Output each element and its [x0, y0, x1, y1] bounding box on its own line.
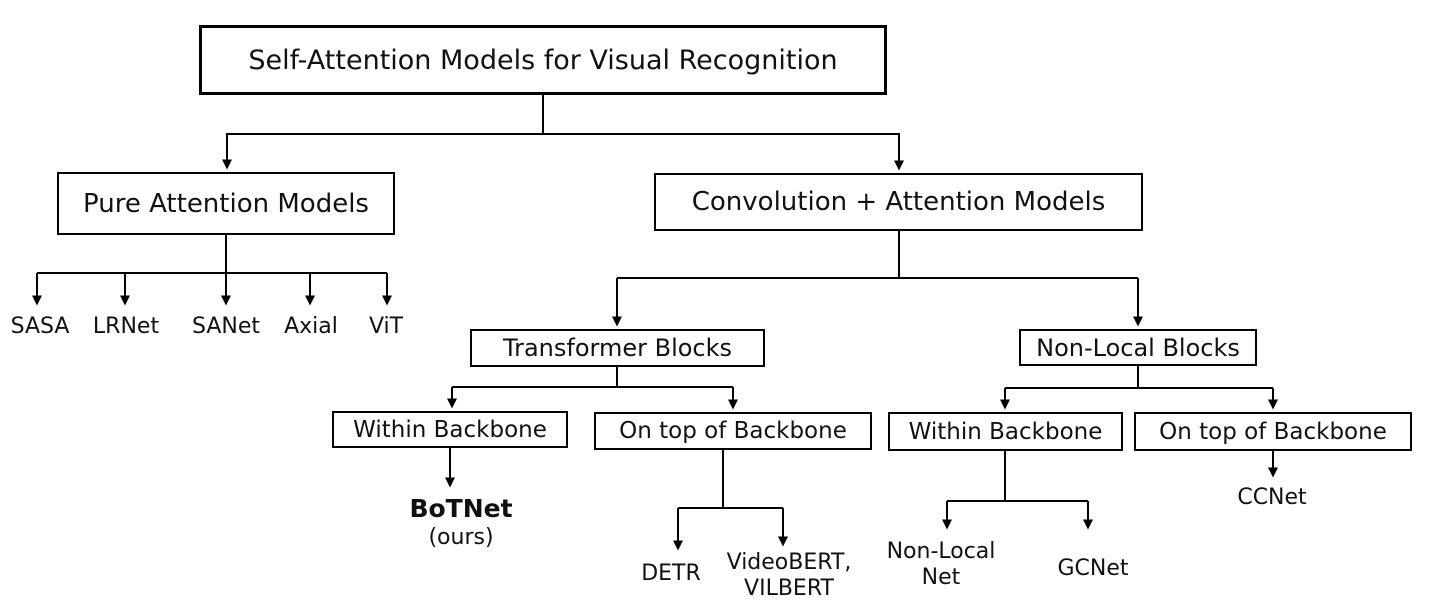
leaf-detr: DETR — [641, 561, 701, 586]
edge-root-to-conv — [543, 133, 904, 171]
leaf-gcnet: GCNet — [1057, 556, 1129, 581]
leaf-videobert-line2: VILBERT — [744, 576, 834, 601]
node-on-top-of-backbone-transformer: On top of Backbone — [594, 412, 872, 450]
node-non-local-blocks: Non-Local Blocks — [1019, 329, 1257, 366]
leaf-sasa: SASA — [10, 314, 70, 339]
node-root: Self-Attention Models for Visual Recogni… — [199, 25, 887, 95]
leaf-lrnet: LRNet — [92, 314, 160, 339]
leaf-sanet: SANet — [191, 314, 261, 339]
leaf-videobert-vilbert: VideoBERT, VILBERT — [727, 550, 852, 602]
leaf-axial: Axial — [284, 314, 338, 339]
edge-root-to-pure — [222, 133, 543, 170]
leaf-ccnet: CCNet — [1237, 485, 1307, 510]
node-transformer-blocks: Transformer Blocks — [470, 329, 765, 367]
node-within-backbone-nonlocal: Within Backbone — [888, 412, 1123, 451]
node-pure-attention-models: Pure Attention Models — [57, 172, 395, 235]
node-on-top-of-backbone-nonlocal: On top of Backbone — [1134, 412, 1412, 451]
node-convolution-attention-models: Convolution + Attention Models — [654, 173, 1143, 231]
leaf-non-local-net: Non-Local Net — [887, 539, 996, 591]
node-within-backbone-transformer: Within Backbone — [332, 411, 568, 448]
leaf-botnet: BoTNet — [409, 494, 513, 523]
leaf-vit: ViT — [368, 314, 404, 339]
leaf-non-local-net-line2: Net — [921, 565, 961, 590]
leaf-botnet-ours: (ours) — [428, 525, 494, 550]
leaf-videobert-line1: VideoBERT, — [726, 550, 852, 575]
leaf-non-local-net-line1: Non-Local — [886, 539, 996, 564]
